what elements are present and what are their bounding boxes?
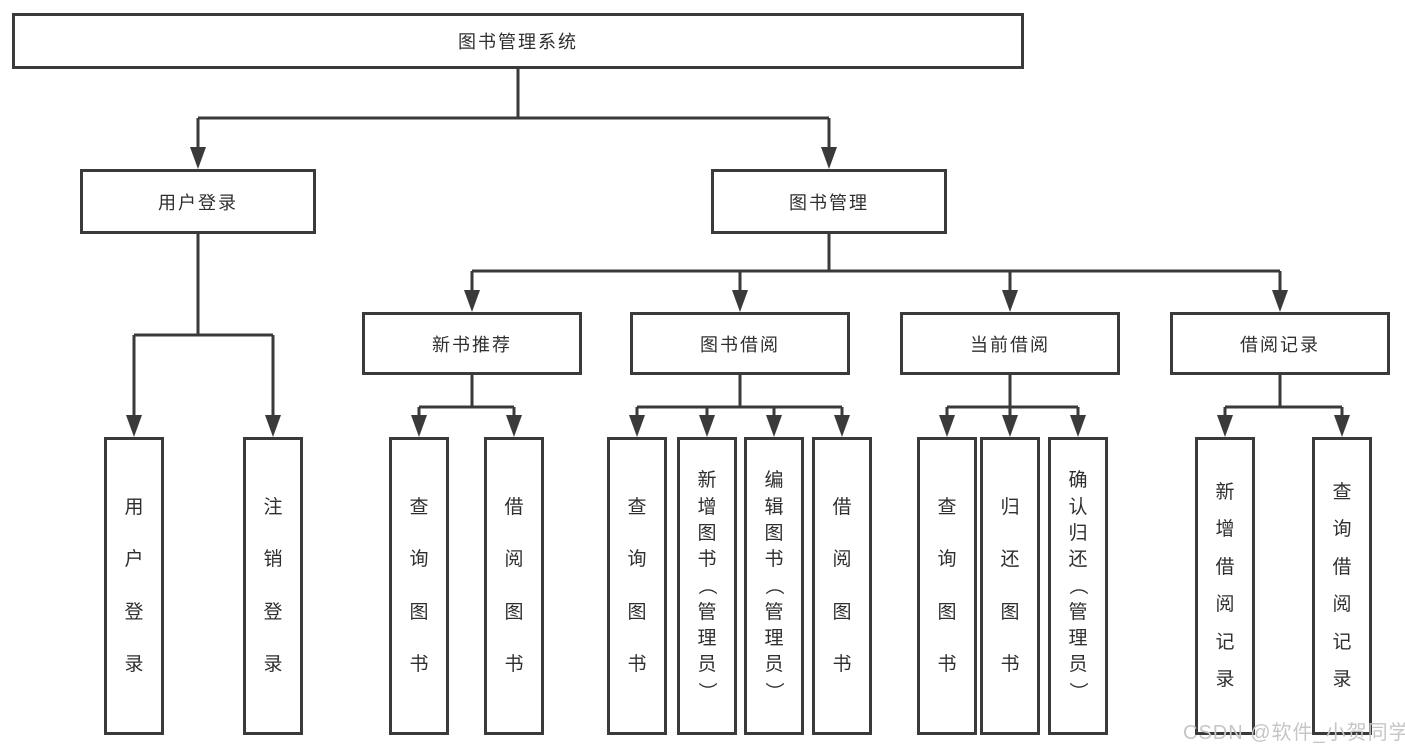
leaf-confirm-return-admin-label: 确认归还（管理员） — [1067, 470, 1089, 701]
node-new-book-recommend-label: 新书推荐 — [432, 334, 512, 355]
node-borrow-records-label: 借阅记录 — [1240, 334, 1320, 355]
leaf-edit-book-admin-label: 编辑图书（管理员） — [763, 470, 785, 701]
leaf-query-borrow-record-label: 查询借阅记录 — [1332, 481, 1352, 691]
leaf-borrow-books-label: 借阅图书 — [832, 496, 852, 676]
leaf-query-borrow-record: 查询借阅记录 — [1312, 437, 1372, 735]
leaf-add-book-admin-label: 新增图书（管理员） — [696, 470, 718, 701]
leaf-logout-label: 注销登录 — [263, 496, 283, 676]
leaf-user-login: 用户登录 — [104, 437, 164, 735]
node-user-login-label: 用户登录 — [158, 192, 238, 213]
node-book-management: 图书管理 — [711, 169, 947, 234]
node-root: 图书管理系统 — [12, 13, 1024, 69]
leaf-query-books-borrow: 查询图书 — [607, 437, 667, 735]
leaf-return-book: 归还图书 — [980, 437, 1040, 735]
leaf-borrow-books-recommend: 借阅图书 — [484, 437, 544, 735]
node-current-borrow: 当前借阅 — [900, 312, 1120, 375]
watermark: CSDN @软件_小贺同学 — [1183, 722, 1405, 744]
leaf-query-books-borrow-label: 查询图书 — [627, 496, 647, 676]
node-user-login: 用户登录 — [80, 169, 316, 234]
node-book-borrow: 图书借阅 — [630, 312, 850, 375]
leaf-query-books-recommend: 查询图书 — [389, 437, 449, 735]
node-current-borrow-label: 当前借阅 — [970, 334, 1050, 355]
leaf-logout: 注销登录 — [243, 437, 303, 735]
node-root-label: 图书管理系统 — [458, 32, 578, 52]
leaf-edit-book-admin: 编辑图书（管理员） — [744, 437, 804, 735]
node-book-management-label: 图书管理 — [789, 192, 869, 213]
leaf-query-books-recommend-label: 查询图书 — [409, 496, 429, 676]
leaf-add-borrow-record: 新增借阅记录 — [1195, 437, 1255, 735]
leaf-confirm-return-admin: 确认归还（管理员） — [1048, 437, 1108, 735]
node-book-borrow-label: 图书借阅 — [700, 334, 780, 355]
node-new-book-recommend: 新书推荐 — [362, 312, 582, 375]
leaf-query-books-current-label: 查询图书 — [937, 496, 957, 676]
leaf-add-book-admin: 新增图书（管理员） — [677, 437, 737, 735]
node-borrow-records: 借阅记录 — [1170, 312, 1390, 375]
leaf-user-login-label: 用户登录 — [124, 496, 144, 676]
leaf-borrow-books: 借阅图书 — [812, 437, 872, 735]
leaf-query-books-current: 查询图书 — [917, 437, 977, 735]
leaf-borrow-books-recommend-label: 借阅图书 — [504, 496, 524, 676]
leaf-return-book-label: 归还图书 — [1000, 496, 1020, 676]
leaf-add-borrow-record-label: 新增借阅记录 — [1215, 481, 1235, 691]
